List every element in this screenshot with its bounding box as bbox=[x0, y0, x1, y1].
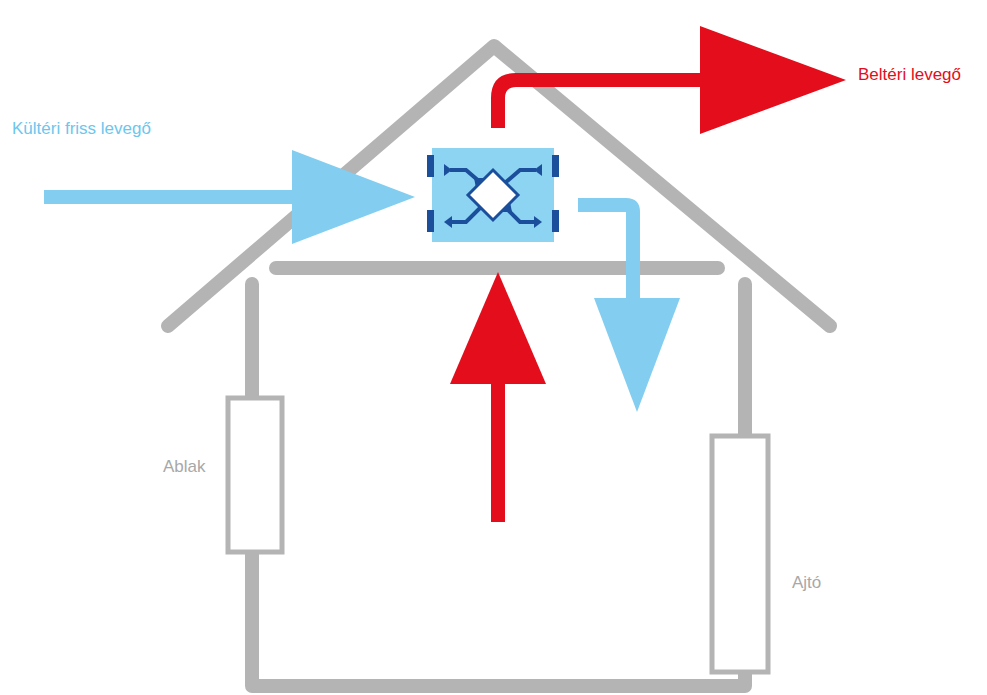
door-symbol bbox=[712, 436, 768, 672]
window-symbol bbox=[228, 398, 282, 552]
part-name: Ablak bbox=[163, 457, 206, 477]
extract-air-arrow bbox=[450, 272, 546, 522]
house-outline bbox=[168, 46, 830, 686]
supply-air-arrow bbox=[578, 198, 680, 412]
heat-recovery-unit bbox=[427, 148, 559, 242]
part-name: Ajtó bbox=[792, 573, 821, 593]
fresh-air-arrow bbox=[44, 150, 415, 244]
airflow-label: Beltéri levegő bbox=[858, 65, 961, 85]
exhaust-air-arrow bbox=[491, 26, 846, 134]
airflow-label: Kültéri friss levegő bbox=[12, 119, 151, 139]
ceiling-line bbox=[276, 261, 718, 275]
